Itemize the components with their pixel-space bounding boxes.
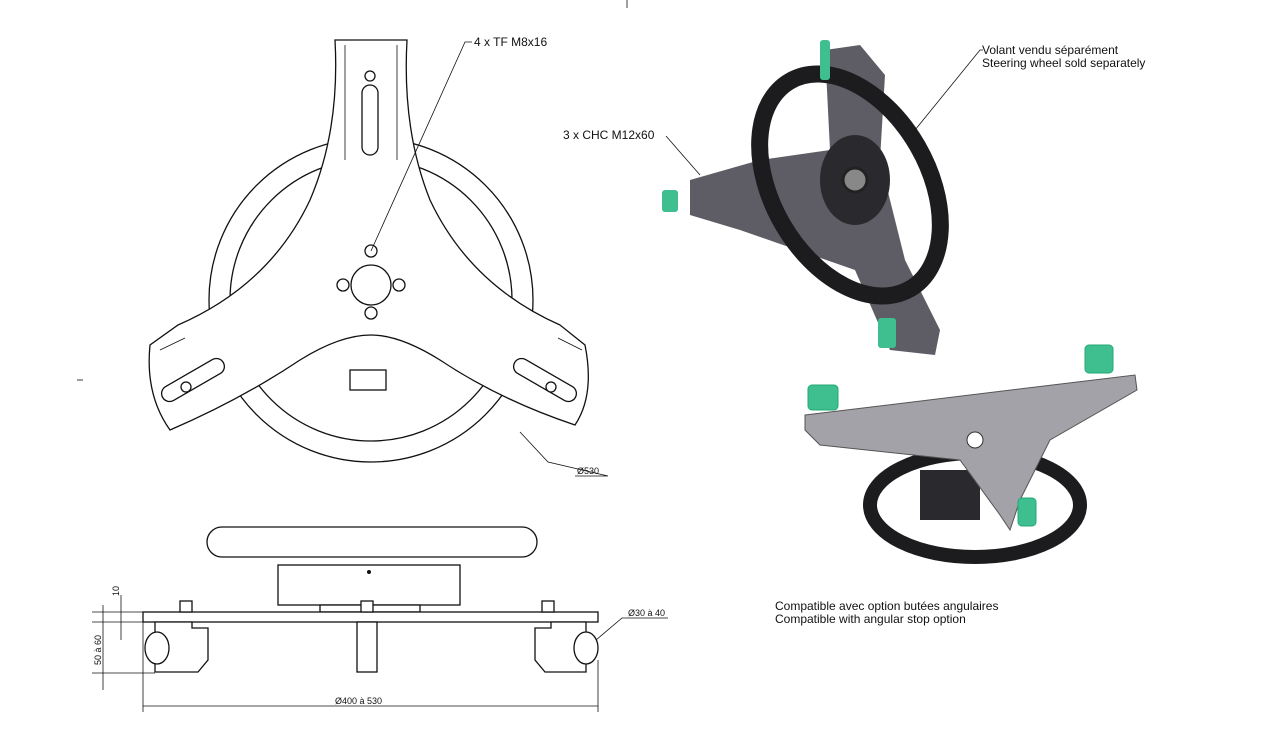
clamp-top-left <box>179 600 193 613</box>
screw-2 <box>336 278 350 292</box>
clamp-green-5 <box>1084 344 1114 374</box>
plate-iso <box>690 45 940 355</box>
bolt-left <box>180 381 192 393</box>
clamp-right <box>534 621 587 673</box>
three-arm-plate <box>148 39 589 431</box>
slot-right <box>512 357 578 403</box>
leader-wheel <box>914 49 983 131</box>
leader-screws <box>370 41 472 252</box>
plate-below <box>804 374 1138 532</box>
wheel-side <box>206 526 538 558</box>
body-dot <box>367 570 371 574</box>
leader-bolts <box>665 135 701 176</box>
iso-view-front: 3 x CHC M12x60 Volant vendu séparément S… <box>563 40 1145 355</box>
clamp-green-6 <box>1017 497 1037 527</box>
top-view: 4 x TF M8x16 Ø530 <box>77 35 609 477</box>
arm-edges <box>159 45 583 351</box>
compat-fr: Compatible avec option butées angulaires <box>775 599 998 613</box>
note-en: Steering wheel sold separately <box>982 56 1145 70</box>
clamp-green-2 <box>878 318 896 348</box>
clamp-top-right <box>541 600 555 613</box>
center-bolt <box>356 621 378 673</box>
slot-left <box>160 357 226 403</box>
compat-en: Compatible with angular stop option <box>775 612 966 626</box>
dim-span: Ø400 à 530 <box>335 696 382 706</box>
mount-plate <box>142 611 599 623</box>
iso-view-below: Compatible avec option butées angulaires… <box>775 344 1138 626</box>
bolt-right <box>545 381 557 393</box>
clamp-green-3 <box>820 40 830 80</box>
diameter-label: Ø530 <box>577 466 599 476</box>
wheel-hub-tab <box>349 369 387 391</box>
bolt-top <box>364 70 376 82</box>
leader-diameter <box>519 431 609 477</box>
note-fr: Volant vendu séparément <box>982 43 1119 57</box>
center-bolt-head <box>360 600 374 613</box>
clamp-left <box>154 621 209 673</box>
dim-height: 50 à 60 <box>93 635 103 665</box>
dim-thickness: 10 <box>111 586 121 596</box>
clamp-green-4 <box>807 384 839 411</box>
center-hole <box>350 264 392 306</box>
body-below <box>920 470 980 520</box>
leader-ball <box>595 617 668 641</box>
screw-4 <box>364 306 378 320</box>
ball-left <box>144 631 170 665</box>
hub-bore <box>841 166 869 194</box>
screw-label: 4 x TF M8x16 <box>474 35 547 49</box>
dim-ball: Ø30 à 40 <box>628 608 665 618</box>
screw-3 <box>392 278 406 292</box>
slot-top <box>361 84 379 156</box>
center-hole-iso <box>966 431 984 449</box>
bolt-label: 3 x CHC M12x60 <box>563 128 655 142</box>
clamp-green-1 <box>662 190 678 212</box>
steering-wheel-iso <box>751 65 949 305</box>
side-view: 10 50 à 60 Ø400 à 530 Ø30 à 40 <box>92 526 668 712</box>
ball-right <box>573 631 599 665</box>
